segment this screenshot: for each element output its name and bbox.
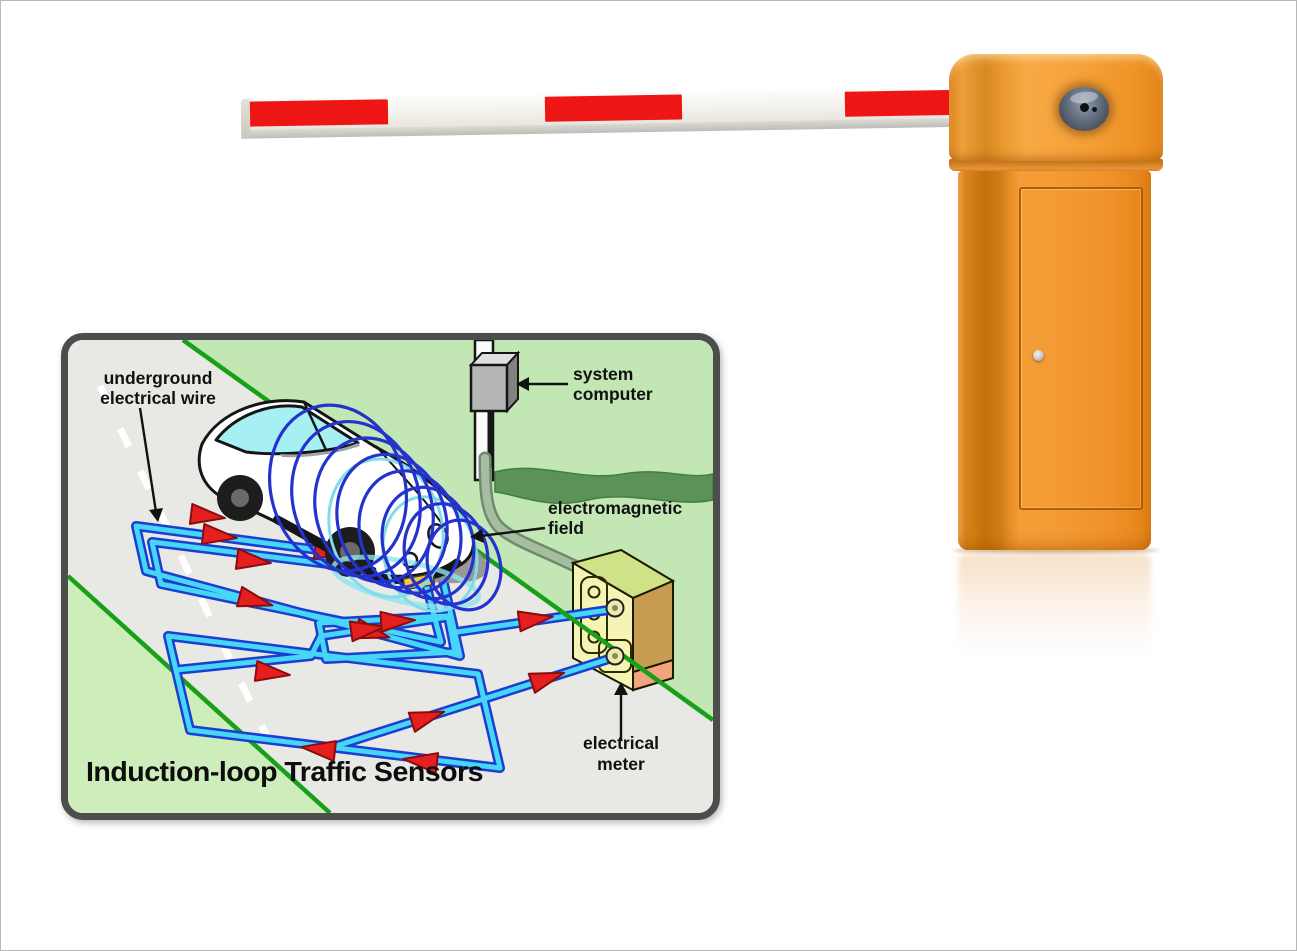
label-computer-line2: computer [573,384,653,404]
label-underground-line2: electrical wire [100,388,216,408]
lock-knob-icon [1059,87,1109,131]
river-band [494,467,713,504]
door-keyhole-icon [1033,350,1044,361]
label-meter-line1: electrical [583,733,659,753]
cabinet-body [958,171,1151,550]
cabinet-head-lip [949,159,1163,171]
em-field-rings [267,403,503,613]
road-edge-line-left [68,574,332,813]
cabinet-reflection [958,554,1151,684]
cabinet-head [949,54,1163,161]
cabinet-base-shadow [953,548,1159,553]
system-computer-box [469,363,509,413]
barrier-arm-end-cap [240,98,251,139]
arm-red-stripe [844,90,951,117]
diagram-title: Induction-loop Traffic Sensors [86,756,483,787]
meter-wire-ports [605,598,625,666]
pole-shadow-edge [487,412,494,468]
arm-red-stripe [248,99,389,127]
barrier-arm [240,87,951,139]
label-arrows [138,382,623,740]
diagram-labels: underground electrical wire system compu… [100,364,682,774]
conduit [481,454,581,571]
label-arrowheads [149,377,628,695]
label-field-line1: electromagnetic [548,498,682,518]
label-field-line2: field [548,518,584,538]
induction-loop-diagram: underground electrical wire system compu… [61,333,720,820]
label-underground-line1: underground [104,368,213,388]
window-reflection [280,443,360,458]
label-computer-line1: system [573,364,633,384]
diagram-canvas: underground electrical wire system compu… [68,340,713,813]
cabinet-door [1019,187,1143,510]
label-meter-line2: meter [597,754,645,774]
arm-red-stripe [544,94,683,122]
